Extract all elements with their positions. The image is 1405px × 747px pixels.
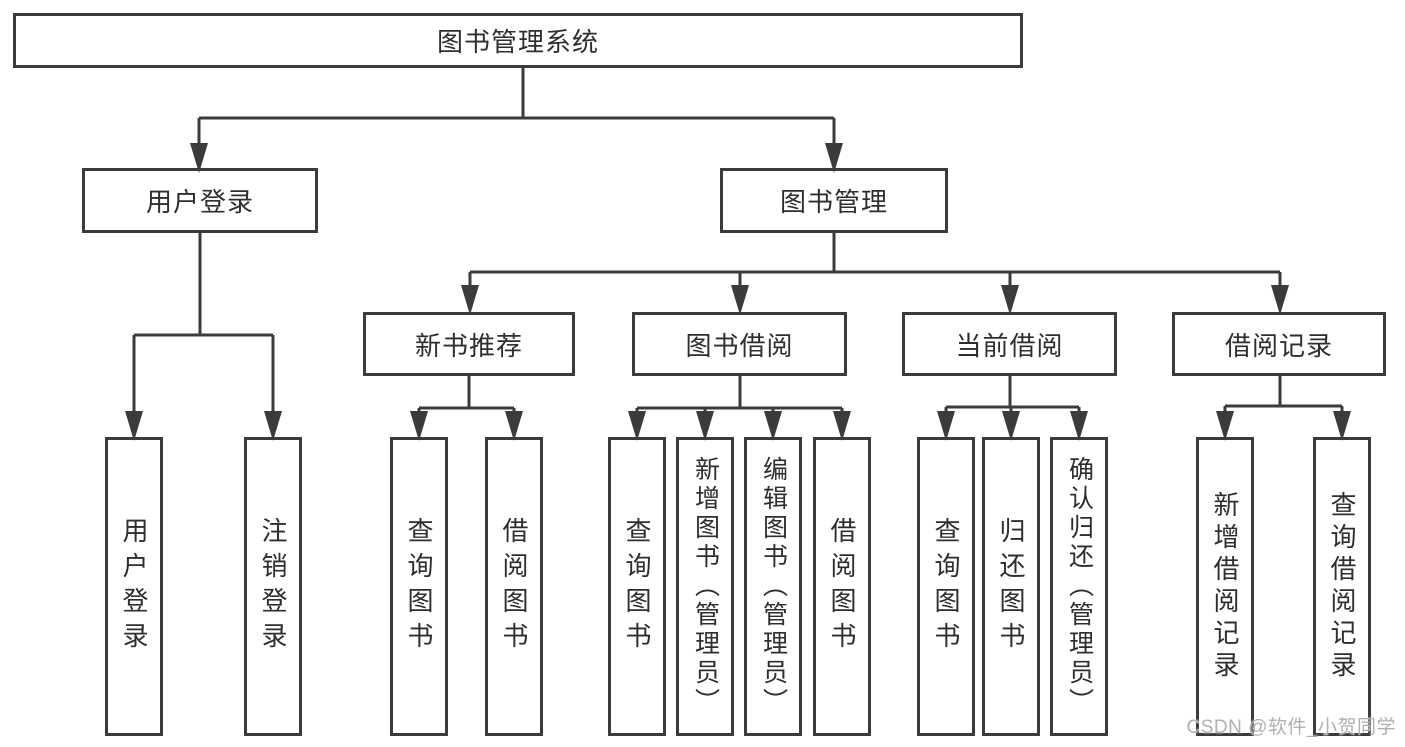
leaf-borrowing-borrow: 借阅图书 xyxy=(813,437,871,736)
leaf-user-login: 用户登录 xyxy=(105,437,163,736)
node-user-login-label: 用户登录 xyxy=(145,187,254,217)
leaf-newbooks-borrow: 借阅图书 xyxy=(485,437,543,736)
leaf-borrowing-add: 新增图书（管理员） xyxy=(676,437,734,736)
node-book-mgmt: 图书管理 xyxy=(720,168,948,233)
node-borrow-records-label: 借阅记录 xyxy=(1224,330,1333,361)
leaf-borrowing-borrow-label: 借阅图书 xyxy=(827,516,857,657)
connector-borrowing xyxy=(635,376,844,415)
leaf-borrowing-edit-label: 编辑图书（管理员） xyxy=(759,456,788,717)
leaf-current-confirm-label: 确认归还（管理员） xyxy=(1065,456,1094,717)
leaf-borrowing-query-label: 查询图书 xyxy=(622,516,652,657)
connector-user-login xyxy=(132,233,275,415)
connector-records xyxy=(1223,376,1344,415)
connector-root xyxy=(197,66,836,148)
arrowhead xyxy=(1271,285,1289,315)
connector-book-mgmt xyxy=(468,233,1282,290)
node-current-borrow: 当前借阅 xyxy=(902,312,1117,376)
arrowhead xyxy=(1001,285,1019,315)
node-borrowing: 图书借阅 xyxy=(632,312,847,376)
leaf-records-query: 查询借阅记录 xyxy=(1313,437,1371,736)
leaf-borrowing-add-label: 新增图书（管理员） xyxy=(691,456,720,717)
leaf-records-add: 新增借阅记录 xyxy=(1196,437,1254,736)
node-user-login: 用户登录 xyxy=(82,168,318,233)
leaf-borrowing-query: 查询图书 xyxy=(608,437,666,736)
arrowhead xyxy=(731,285,749,315)
connector-new-books xyxy=(417,376,516,415)
leaf-borrowing-edit: 编辑图书（管理员） xyxy=(744,437,802,736)
leaf-current-query-label: 查询图书 xyxy=(931,516,961,657)
node-root: 图书管理系统 xyxy=(13,13,1023,68)
leaf-newbooks-borrow-label: 借阅图书 xyxy=(499,516,529,657)
watermark: CSDN @软件_小贺同学 xyxy=(1186,717,1396,738)
node-root-label: 图书管理系统 xyxy=(436,27,599,57)
leaf-logout-label: 注销登录 xyxy=(258,516,288,657)
connector-current xyxy=(944,376,1081,415)
leaf-current-query: 查询图书 xyxy=(917,437,975,736)
leaf-current-return: 归还图书 xyxy=(982,437,1040,736)
leaf-user-login-label: 用户登录 xyxy=(119,516,149,657)
node-current-borrow-label: 当前借阅 xyxy=(955,330,1064,361)
node-borrowing-label: 图书借阅 xyxy=(685,330,794,361)
leaf-records-query-label: 查询借阅记录 xyxy=(1327,490,1357,683)
node-book-mgmt-label: 图书管理 xyxy=(779,187,888,217)
leaf-logout: 注销登录 xyxy=(244,437,302,736)
leaf-newbooks-query: 查询图书 xyxy=(390,437,448,736)
arrowhead xyxy=(461,285,479,315)
node-new-books: 新书推荐 xyxy=(363,312,575,376)
leaf-current-return-label: 归还图书 xyxy=(996,516,1026,657)
leaf-records-add-label: 新增借阅记录 xyxy=(1210,490,1240,683)
leaf-newbooks-query-label: 查询图书 xyxy=(404,516,434,657)
leaf-current-confirm: 确认归还（管理员） xyxy=(1050,437,1108,736)
node-borrow-records: 借阅记录 xyxy=(1172,312,1386,376)
node-new-books-label: 新书推荐 xyxy=(414,330,523,361)
